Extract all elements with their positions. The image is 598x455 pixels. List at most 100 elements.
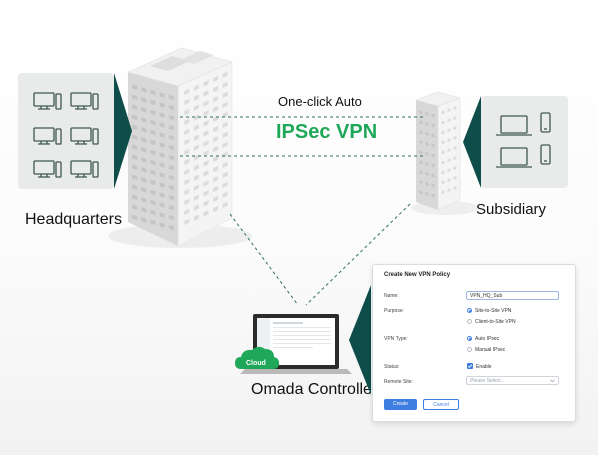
- window: [441, 140, 445, 145]
- window: [425, 112, 429, 116]
- window: [213, 125, 219, 133]
- window: [431, 153, 435, 158]
- window: [447, 178, 451, 183]
- window: [159, 92, 165, 98]
- window: [419, 110, 423, 115]
- window: [222, 111, 228, 118]
- desktop-icon: [33, 92, 62, 110]
- window: [184, 168, 190, 175]
- window: [150, 149, 156, 156]
- dialog-title: Create New VPN Policy: [384, 272, 451, 278]
- window: [168, 164, 174, 171]
- window: [425, 152, 429, 156]
- vpn-type-manual-radio[interactable]: [467, 347, 472, 352]
- cancel-button[interactable]: Cancel: [423, 399, 459, 410]
- create-button[interactable]: Create: [384, 399, 417, 410]
- window: [425, 172, 429, 176]
- hq-accent-wedge: [114, 73, 132, 189]
- window: [184, 88, 190, 95]
- window: [168, 174, 174, 181]
- window: [184, 148, 190, 155]
- window: [159, 112, 165, 118]
- window: [222, 191, 228, 198]
- window: [193, 164, 199, 171]
- window: [453, 186, 457, 191]
- window: [222, 171, 228, 178]
- window: [168, 194, 174, 201]
- window: [132, 84, 138, 90]
- window: [132, 144, 138, 150]
- window: [141, 137, 147, 143]
- window: [453, 176, 457, 181]
- window: [203, 160, 209, 167]
- name-input[interactable]: VPN_HQ_Sub: [466, 291, 559, 300]
- window: [203, 110, 209, 117]
- status-enable-label: Enable: [476, 364, 492, 370]
- laptop-icon: [240, 314, 352, 374]
- purpose-option-site-to-site: Site-to-Site VPN: [475, 308, 512, 314]
- window: [150, 139, 156, 146]
- window: [168, 154, 174, 161]
- window: [159, 192, 165, 198]
- vpn-type-auto-radio[interactable]: [467, 336, 472, 341]
- window: [213, 165, 219, 173]
- window: [141, 187, 147, 193]
- window: [419, 170, 423, 175]
- window: [159, 132, 165, 138]
- window: [132, 134, 138, 140]
- subsidiary-building-icon: [415, 91, 461, 211]
- window: [203, 170, 209, 177]
- window: [441, 170, 445, 175]
- window: [168, 224, 174, 231]
- window: [141, 207, 147, 213]
- window: [132, 174, 138, 180]
- dialog-accent-wedge: [349, 285, 371, 395]
- status-checkbox[interactable]: [467, 363, 473, 369]
- window: [447, 138, 451, 143]
- window: [150, 119, 156, 126]
- window: [453, 126, 457, 131]
- window: [419, 150, 423, 155]
- window: [441, 180, 445, 185]
- vpn-caption: One-click Auto: [278, 94, 362, 109]
- window: [184, 108, 190, 115]
- remote-site-select[interactable]: Please Select...: [466, 376, 559, 385]
- window: [441, 110, 445, 115]
- window: [425, 142, 429, 146]
- vpn-title: IPSec VPN: [276, 121, 378, 143]
- window: [132, 184, 138, 190]
- window: [431, 173, 435, 178]
- window: [159, 182, 165, 188]
- purpose-option-client-to-site: Client-to-Site VPN: [475, 319, 516, 325]
- window: [193, 154, 199, 161]
- omada-controller-label: Omada Controller: [251, 381, 378, 398]
- desktop-icon: [70, 92, 99, 110]
- window: [431, 133, 435, 138]
- window: [203, 180, 209, 187]
- window: [453, 116, 457, 121]
- phone-icon: [540, 112, 551, 133]
- window: [141, 157, 147, 163]
- hq-devices-panel: [18, 73, 114, 189]
- create-vpn-policy-dialog: Create New VPN Policy Name: VPN_HQ_Sub P…: [372, 264, 576, 422]
- window: [193, 114, 199, 121]
- chevron-down-icon: [550, 379, 555, 383]
- window: [203, 210, 209, 217]
- window: [213, 135, 219, 143]
- vpn-type-label: VPN Type:: [384, 336, 408, 342]
- window: [168, 144, 174, 151]
- window: [213, 95, 219, 103]
- window: [159, 202, 165, 208]
- window: [132, 214, 138, 220]
- window: [132, 204, 138, 210]
- purpose-client-to-site-radio[interactable]: [467, 319, 472, 324]
- window: [222, 81, 228, 88]
- laptop-icon: [496, 147, 532, 168]
- window: [425, 192, 429, 196]
- hq-building-icon: [127, 47, 233, 247]
- window: [193, 94, 199, 101]
- purpose-site-to-site-radio[interactable]: [467, 308, 472, 313]
- window: [141, 127, 147, 133]
- window: [168, 104, 174, 111]
